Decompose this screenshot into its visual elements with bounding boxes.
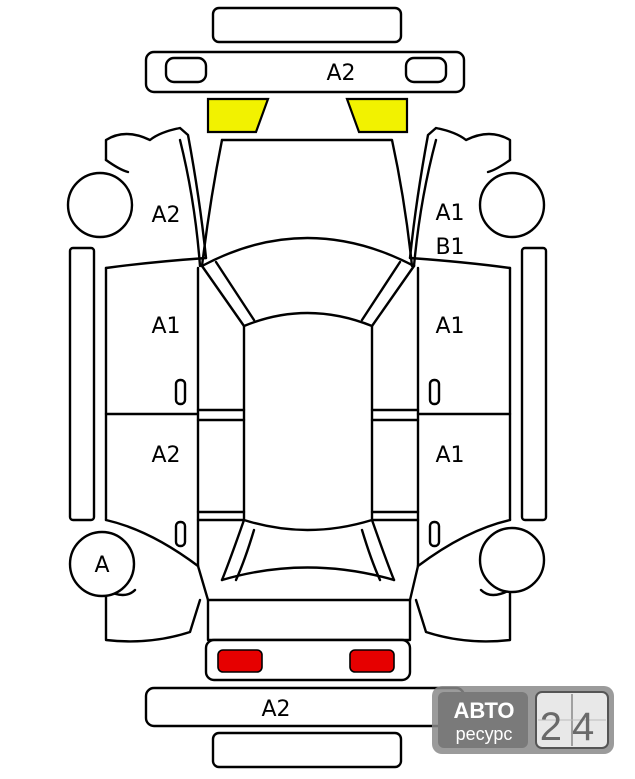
front-license-plate (211, 6, 403, 44)
left-front-door-code: A1 (151, 314, 180, 339)
watermark-line1: АВТО (454, 698, 515, 723)
front-bumper-code: A2 (326, 61, 355, 86)
watermark-line2: ресурс (456, 724, 513, 744)
watermark-number: 24 (540, 705, 605, 749)
left-taillight (217, 649, 263, 673)
right-front-fender-code-1: A1 (435, 201, 464, 226)
rear-bumper (144, 686, 466, 728)
right-rear-door-handle (428, 520, 441, 548)
right-front-door-handle (428, 378, 441, 406)
rear-bumper-code: A2 (261, 697, 290, 722)
right-rear-door-code: A1 (435, 443, 464, 468)
left-rear-wheel-code: A (94, 553, 109, 578)
right-side-sill (520, 246, 548, 522)
left-rear-door-handle (174, 520, 187, 548)
right-front-wheel (478, 171, 546, 239)
right-rear-wheel (478, 526, 546, 594)
avtoresurs-watermark: АВТО ресурс 24 (432, 686, 614, 754)
front-bumper: A2 (144, 50, 466, 94)
left-front-door-handle (174, 378, 187, 406)
left-front-wheel (66, 171, 134, 239)
left-headlight (206, 97, 270, 134)
rear-license-plate (211, 731, 403, 769)
left-front-fender-code: A2 (151, 203, 180, 228)
left-rear-door-code: A2 (151, 443, 180, 468)
right-front-door-code: A1 (435, 314, 464, 339)
right-front-fender-code-2: B1 (435, 235, 464, 260)
left-side-sill (68, 246, 96, 522)
right-taillight (349, 649, 395, 673)
left-rear-wheel (68, 530, 136, 598)
right-headlight (345, 97, 409, 134)
